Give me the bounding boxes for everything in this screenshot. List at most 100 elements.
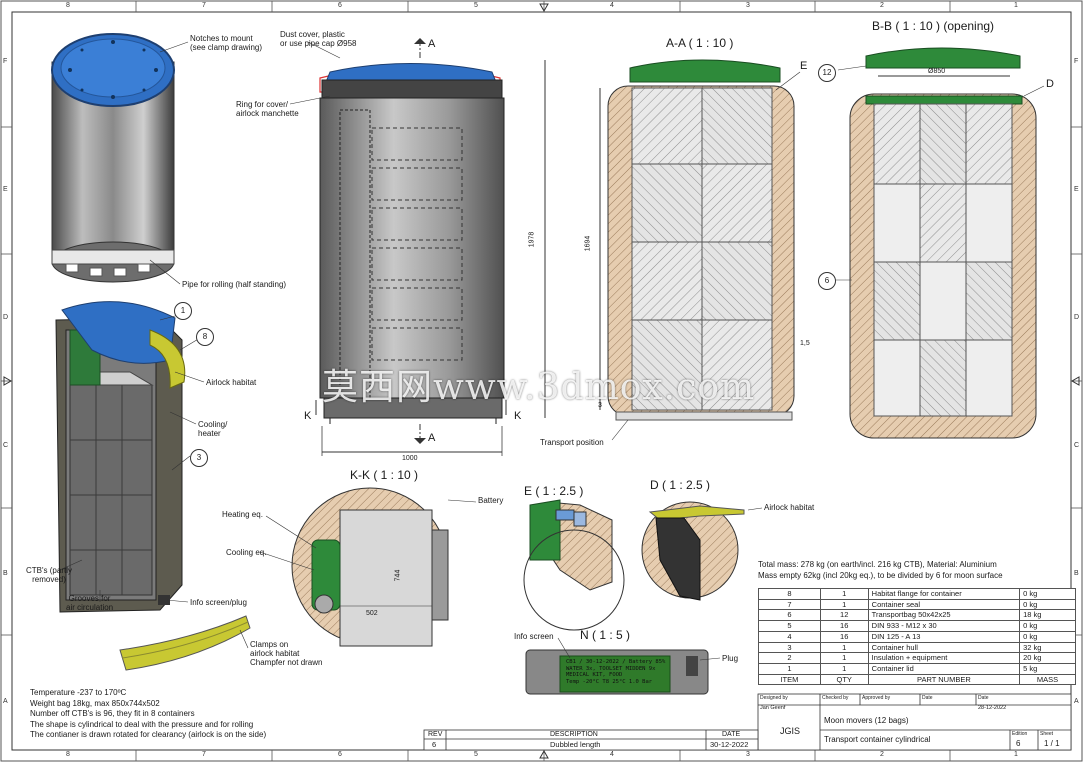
zone-col-8: 8 (66, 2, 70, 9)
section-kk (291, 487, 449, 647)
zone-row-b-right: B (1074, 570, 1079, 577)
callout-transport-position: Transport position (540, 438, 604, 447)
bom-item: 3 (758, 641, 821, 654)
zone-row-c-right: C (1074, 442, 1080, 449)
rev-description: Dubbled length (550, 740, 601, 749)
bom-mass: 0 kg (1019, 598, 1076, 611)
callout-grooves: Grooves for air circulation (66, 594, 114, 613)
info-screen-display: CB1 / 30-12-2022 / Battery 85% WATER 3x,… (566, 659, 665, 685)
dim-diameter: Ø850 (928, 68, 946, 75)
tb-date-label: Date (922, 695, 933, 701)
bom-part: Container lid (867, 662, 1021, 675)
dim-bottom: 3 (598, 402, 602, 409)
bom-qty: 1 (819, 588, 869, 600)
detail-marker-d: D (1046, 78, 1054, 90)
bom-part: Transportbag 50x42x25 (867, 609, 1021, 622)
bom-part: Habitat flange for container (867, 588, 1021, 600)
callout-info-screen-plug: Info screen/plug (190, 598, 247, 607)
zone-col-4-bottom: 4 (610, 751, 614, 758)
rev-label: REV (428, 731, 443, 738)
view-title-d: D ( 1 : 2.5 ) (650, 478, 711, 492)
rev-date-label: DATE (722, 731, 741, 738)
detail-e (523, 499, 625, 631)
view-title-aa: A-A ( 1 : 10 ) (666, 36, 734, 50)
mass-note: Total mass: 278 kg (on earth/incl. 216 k… (758, 559, 1003, 581)
watermark: 莫西网www.3dmox.com (322, 367, 756, 408)
note-weight: Weight bag 18kg, max 850x744x502 (30, 698, 160, 708)
balloon-12: 12 (818, 64, 836, 82)
bom-qty: 1 (819, 641, 869, 654)
tb-designer: Jan Geenf (760, 705, 786, 711)
detail-marker-e: E (800, 60, 808, 72)
tb-date: 28-12-2022 (978, 705, 1007, 711)
dim-wall: 1,5 (800, 340, 810, 347)
callout-airlock-habitat: Airlock habitat (206, 378, 257, 387)
bom-qty: 1 (819, 652, 869, 664)
zone-col-5-bottom: 5 (474, 751, 478, 758)
callout-cooling-heater: Cooling/ heater (198, 420, 228, 439)
bom-item: 7 (758, 598, 821, 611)
zone-col-2: 2 (880, 2, 884, 9)
rev-number: 6 (432, 740, 437, 749)
zone-row-a: A (3, 698, 8, 705)
bom-item: 5 (758, 620, 821, 632)
section-aa (599, 59, 795, 421)
zone-col-6: 6 (338, 2, 342, 9)
callout-battery: Battery (478, 496, 504, 505)
screen-line-4: Temp -20°C T8 25°C 1.0 Bar (566, 678, 653, 685)
bom-item: 1 (758, 662, 821, 675)
view-title-n: N ( 1 : 5 ) (580, 628, 631, 642)
note-shape: The shape is cylindrical to deal with th… (30, 719, 254, 729)
iso-container-view (51, 33, 175, 283)
bom-item: 6 (758, 609, 821, 622)
bom-qty: 16 (819, 620, 869, 632)
callout-airlock-habitat-d: Airlock habitat (764, 503, 815, 512)
front-view (315, 38, 546, 456)
callout-heating-eq: Heating eq. (222, 510, 263, 519)
section-marker-k-left: K (304, 410, 312, 422)
balloon-3: 3 (190, 449, 208, 467)
tb-date-label-2: Date (978, 695, 989, 701)
tb-edition-label: Edition (1012, 731, 1028, 737)
callout-notches: Notches to mount (see clamp drawing) (190, 34, 263, 53)
bom-mass: 0 kg (1019, 620, 1076, 632)
section-bb (849, 47, 1037, 439)
view-title-e: E ( 1 : 2.5 ) (524, 484, 584, 498)
iso-cutaway-view (55, 301, 186, 613)
dim-kk-height: 744 (394, 569, 402, 582)
bom-mass: 0 kg (1019, 588, 1076, 600)
detail-d (641, 501, 745, 601)
callout-pipe-rolling: Pipe for rolling (half standing) (182, 280, 287, 289)
zone-col-3: 3 (746, 2, 750, 9)
rev-date: 30-12-2022 (710, 740, 749, 749)
mass-note-empty: Mass empty 62kg (incl 20kg eq.), to be d… (758, 571, 1003, 580)
section-marker-k-right: K (514, 410, 522, 422)
view-title-bb: B-B ( 1 : 10 ) (opening) (872, 19, 995, 33)
zone-col-1-bottom: 1 (1014, 751, 1018, 758)
section-marker-a-top: A (428, 38, 436, 50)
tb-checked-by-label: Checked by (822, 695, 849, 701)
bom-part: Container hull (867, 641, 1021, 654)
callout-cooling-eq: Cooling eq. (226, 548, 267, 557)
zone-col-8-bottom: 8 (66, 751, 70, 758)
zone-row-d-right: D (1074, 314, 1080, 321)
title-block-frame (423, 693, 1072, 751)
note-temperature: Temperature -237 to 170ºC (30, 688, 127, 697)
bom-header-qty: QTY (819, 673, 869, 686)
dim-kk-width: 502 (366, 610, 378, 617)
bom-item: 2 (758, 652, 821, 664)
balloon-1: 1 (174, 302, 192, 320)
zone-row-e: E (3, 186, 8, 193)
zone-row-f-right: F (1074, 58, 1079, 65)
screen-line-1: CB1 / 30-12-2022 / Battery 85% (566, 659, 666, 665)
zone-col-1: 1 (1014, 2, 1018, 9)
tb-sheet: 1 / 1 (1044, 739, 1060, 748)
callout-info-screen: Info screen (514, 632, 554, 641)
